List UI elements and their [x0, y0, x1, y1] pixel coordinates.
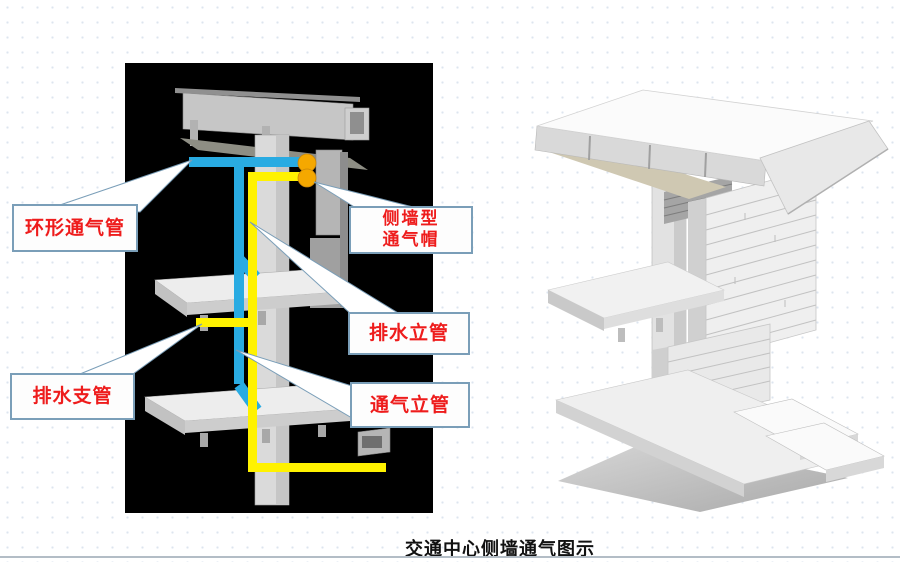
label-drain-branch-text: 排水支管 — [32, 385, 113, 408]
slab-foot — [200, 433, 208, 447]
vent-riser-pipe — [234, 157, 244, 384]
drain-bottom-pipe — [248, 463, 386, 472]
floor-channel-inner — [362, 436, 382, 448]
label-drain-riser: 排水立管 — [348, 312, 470, 355]
drain-branch-pipe — [196, 318, 257, 327]
vent-cap-lower — [297, 168, 317, 188]
render-mid-floor-slab — [547, 261, 725, 342]
render-roof — [534, 89, 889, 215]
slab-front-face — [185, 409, 350, 433]
side-wall-vent-caps — [297, 153, 317, 188]
beam-bracket-inner — [350, 112, 364, 134]
callout-pointers — [56, 159, 418, 419]
label-side-wall-vent-cap-line1: 侧墙型 — [382, 209, 440, 229]
drain-piping-yellow — [196, 172, 386, 472]
label-drain-branch: 排水支管 — [10, 373, 135, 420]
label-vent-riser-text: 通气立管 — [369, 393, 450, 416]
slab-foot — [262, 429, 270, 443]
label-ring-vent-pipe-text: 环形通气管 — [24, 216, 125, 239]
render-lower-floor-slab — [555, 369, 885, 497]
ring-vent-pipe — [189, 157, 308, 167]
label-vent-riser: 通气立管 — [350, 382, 470, 428]
slab-front-face — [187, 291, 352, 315]
beam-rail — [175, 88, 360, 102]
roof-top-face — [536, 89, 874, 162]
slide-caption: 交通中心侧墙通气图示 — [405, 539, 595, 560]
label-ring-vent-pipe: 环形通气管 — [12, 204, 138, 252]
bottom-divider — [0, 556, 900, 558]
column-shade — [276, 135, 289, 505]
label-drain-riser-text: 排水立管 — [368, 322, 449, 345]
building-section-render — [534, 89, 889, 512]
pipe-schematic-panel — [56, 63, 433, 513]
slab-left-face — [145, 397, 185, 435]
label-side-wall-vent-cap-line2: 通气帽 — [382, 230, 440, 250]
slab-left-face — [155, 280, 187, 317]
label-side-wall-vent-cap: 侧墙型 通气帽 — [349, 206, 473, 254]
slab-foot — [258, 311, 266, 325]
beam-tab — [190, 120, 198, 146]
drain-top-connection — [248, 172, 308, 181]
roof-rail-side — [826, 456, 884, 482]
slab-foot — [318, 425, 326, 437]
wall-edge — [340, 152, 348, 307]
